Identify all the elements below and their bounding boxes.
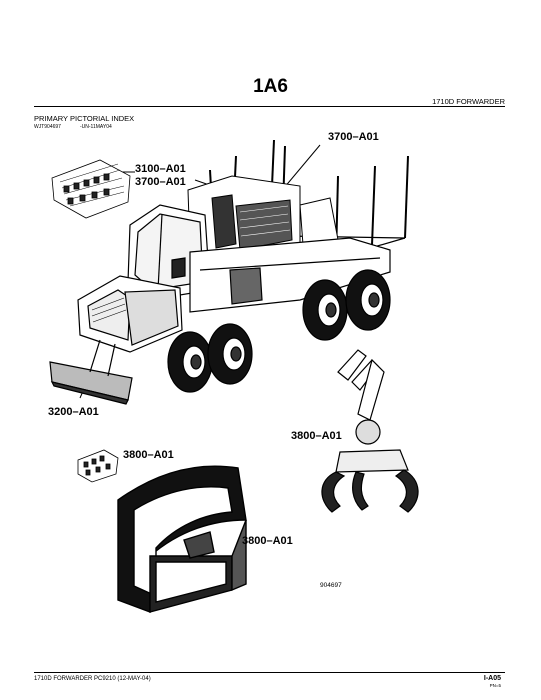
small-valve-icon xyxy=(77,449,119,483)
callout-3100: 3100–A01 xyxy=(135,163,186,175)
grapple-assembly xyxy=(321,349,419,513)
callout-3800-grapple: 3800–A01 xyxy=(291,430,342,442)
figure-number: 904697 xyxy=(320,582,342,589)
callout-3200: 3200–A01 xyxy=(48,406,99,418)
page-number: I-A05 xyxy=(483,675,501,682)
wheels xyxy=(167,269,391,393)
header-model: 1710D FORWARDER xyxy=(432,97,505,106)
callout-3700-top: 3700–A01 xyxy=(328,131,379,143)
rear-frame xyxy=(189,237,391,313)
dozer-blade xyxy=(49,339,133,405)
header-rule xyxy=(34,106,505,107)
front-frame xyxy=(77,275,183,353)
section-heading: PRIMARY PICTORIAL INDEX xyxy=(34,114,135,123)
callout-3800-valve: 3800–A01 xyxy=(123,449,174,461)
load-bunk xyxy=(117,465,247,614)
pn-number: PN=5 xyxy=(489,683,501,688)
image-date: -UN-11MAY04 xyxy=(80,124,112,130)
callout-3800-bunk: 3800–A01 xyxy=(242,535,293,547)
valve-block-icon xyxy=(51,159,131,219)
image-code: WJT904697 xyxy=(34,124,61,130)
callout-3700-left: 3700–A01 xyxy=(135,176,186,188)
page-title: 1A6 xyxy=(253,76,288,97)
footer-rule xyxy=(34,672,505,673)
footer-info: 1710D FORWARDER PC9210 (12-MAY-04) xyxy=(34,676,151,682)
